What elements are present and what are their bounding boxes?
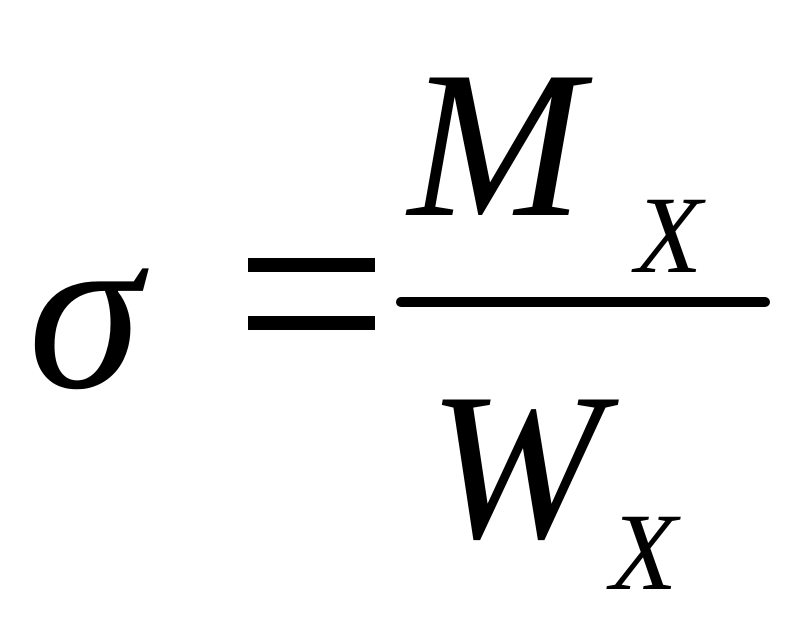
denominator-subscript: X xyxy=(610,491,678,613)
equals-sign-bottom-bar xyxy=(248,316,375,330)
numerator-subscript: X xyxy=(635,174,703,296)
equals-sign-top-bar xyxy=(248,258,375,272)
numerator-symbol: M xyxy=(408,29,583,261)
fraction-bar xyxy=(396,297,770,307)
sigma-symbol: σ xyxy=(28,182,142,437)
denominator-symbol: W xyxy=(428,351,603,583)
